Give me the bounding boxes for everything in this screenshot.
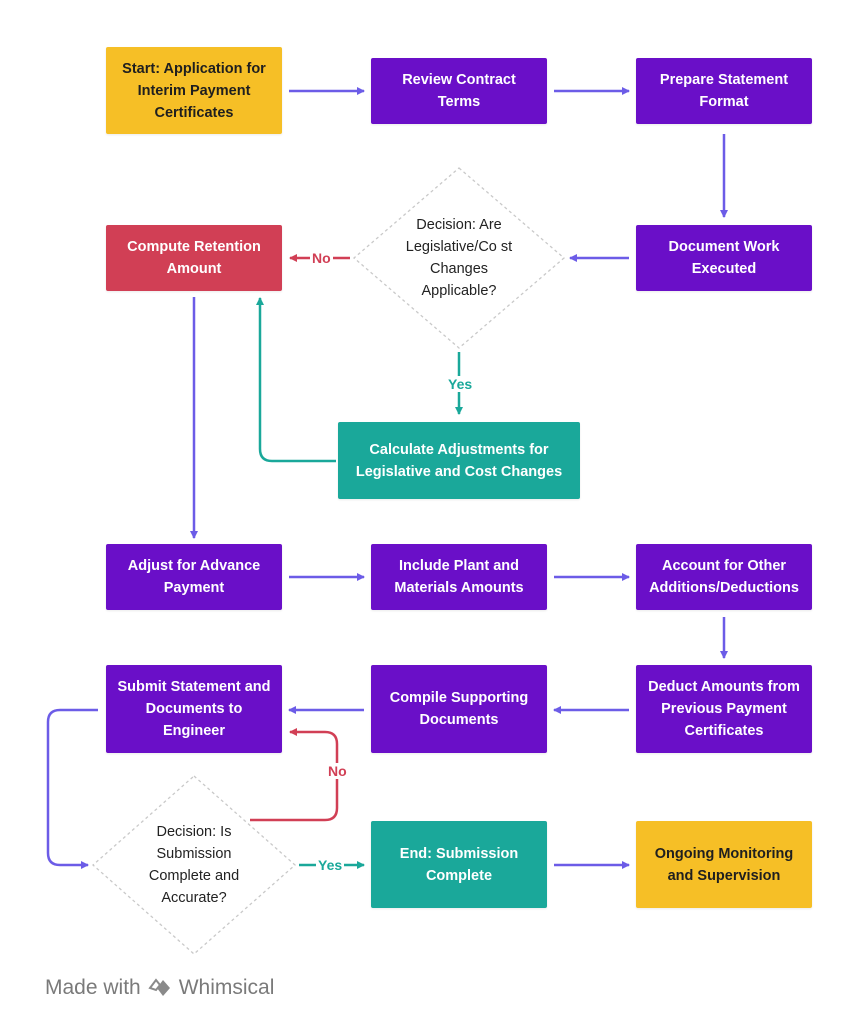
decision2-no-label: No [326,763,349,779]
node-end-submission-complete[interactable]: End: Submission Complete [371,821,547,908]
node-review-contract-terms[interactable]: Review Contract Terms [371,58,547,124]
decision1-no-label: No [310,250,333,266]
made-with-text: Made with [45,976,141,999]
decision1-diamond [353,167,565,349]
node-submit-statement[interactable]: Submit Statement and Documents to Engine… [106,665,282,753]
decision1-yes-label: Yes [446,376,475,392]
made-with-whimsical-footer[interactable]: Made with Whimsical [45,976,274,1000]
decision1-label[interactable]: Decision: Are Legislative/Co st Changes … [405,217,513,299]
node-include-plant-materials[interactable]: Include Plant and Materials Amounts [371,544,547,610]
node-adjust-advance-payment[interactable]: Adjust for Advance Payment [106,544,282,610]
node-ongoing-monitoring[interactable]: Ongoing Monitoring and Supervision [636,821,812,908]
edge-adjustments-retention [256,297,336,463]
node-start[interactable]: Start: Application for Interim Payment C… [106,47,282,134]
node-prepare-statement-format[interactable]: Prepare Statement Format [636,58,812,124]
node-compile-supporting-documents[interactable]: Compile Supporting Documents [371,665,547,753]
node-compute-retention-amount[interactable]: Compute Retention Amount [106,225,282,291]
edge-submit-decision2 [46,708,98,869]
decision2-yes-label: Yes [316,857,345,873]
node-document-work-executed[interactable]: Document Work Executed [636,225,812,291]
node-account-other-additions[interactable]: Account for Other Additions/Deductions [636,544,812,610]
whimsical-logo-icon [148,978,170,996]
node-calculate-adjustments[interactable]: Calculate Adjustments for Legislative an… [338,422,580,499]
decision2-diamond [92,775,296,955]
node-deduct-previous-amounts[interactable]: Deduct Amounts from Previous Payment Cer… [636,665,812,753]
decision2-label[interactable]: Decision: Is Submission Complete and Acc… [148,824,240,906]
whimsical-brand-text: Whimsical [178,976,275,999]
